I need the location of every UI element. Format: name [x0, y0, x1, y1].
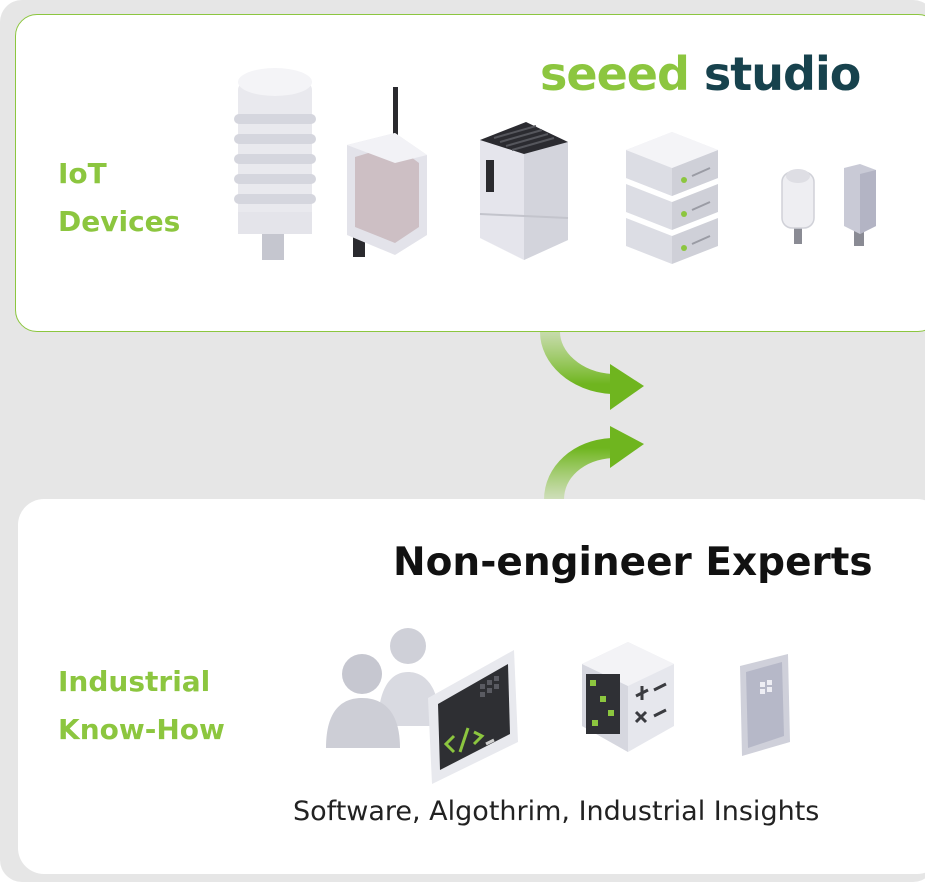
server-stack-icon — [626, 132, 718, 264]
small-sensor-icon — [781, 169, 815, 244]
seeed-studio-logo: seeed studio — [540, 47, 861, 101]
non-engineer-experts-heading: Non-engineer Experts — [393, 540, 873, 585]
calculator-icon — [582, 642, 674, 752]
code-monitor-icon — [428, 650, 518, 784]
industrial-knowhow-label: Industrial Know-How — [58, 658, 225, 754]
logo-part1: seeed — [540, 47, 690, 101]
caption-text: Software, Algothrim, Industrial Insights — [293, 796, 820, 827]
weather-sensor-icon — [234, 68, 316, 260]
curved-arrow-down-icon — [540, 332, 644, 410]
industrial-label-line2: Know-How — [58, 713, 225, 746]
curved-arrows — [540, 332, 644, 501]
edge-computer-icon — [479, 122, 569, 260]
people-icon — [326, 628, 440, 748]
tablet-icon — [740, 654, 790, 756]
lorawan-gateway-icon — [347, 87, 427, 257]
logo-part2: studio — [703, 47, 861, 101]
iot-label-line1: IoT — [58, 157, 107, 190]
iot-devices-label: IoT Devices — [58, 150, 180, 246]
iot-label-line2: Devices — [58, 205, 181, 238]
curved-arrow-up-icon — [544, 426, 644, 501]
iot-devices-panel — [15, 14, 925, 332]
probe-sensor-icon — [844, 164, 876, 246]
industrial-label-line1: Industrial — [58, 665, 211, 698]
